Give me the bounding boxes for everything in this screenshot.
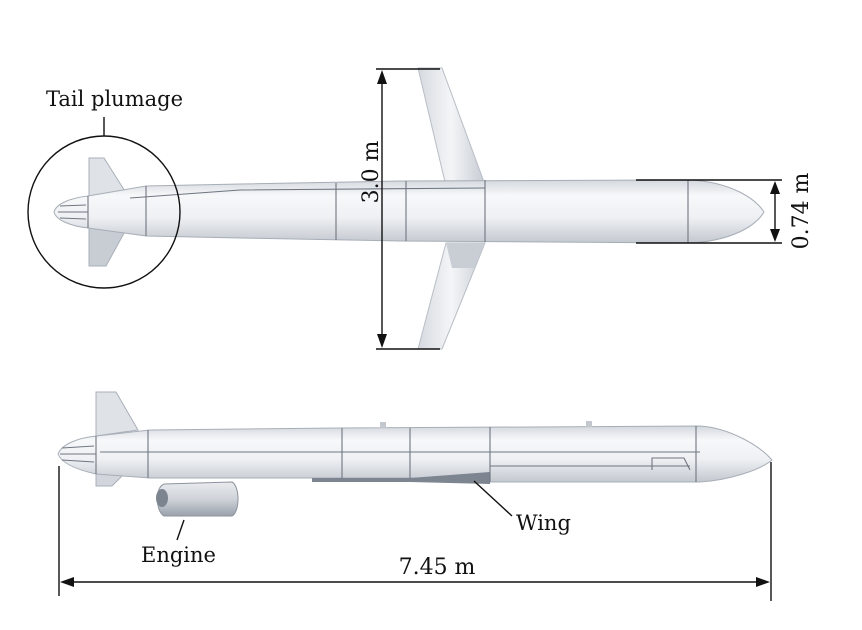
- side-view-fuselage: [57, 425, 773, 483]
- side-view-wing-stowed: [312, 472, 490, 484]
- side-view-hatch: [651, 457, 691, 471]
- side-view-vertical-fin: [95, 391, 139, 437]
- top-view-missile: [53, 67, 765, 350]
- length-value: 7.45 m: [399, 555, 476, 580]
- diameter-value: 0.74 m: [789, 172, 814, 249]
- wing-leader-line: [473, 480, 513, 517]
- length-arrow-right: [756, 577, 770, 587]
- tail-plumage-label: Tail plumage: [46, 87, 183, 111]
- top-view-upper-wing: [417, 67, 485, 183]
- side-view-missile: [57, 391, 773, 517]
- wing-label: Wing: [516, 511, 571, 535]
- diameter-arrow-top: [770, 181, 780, 194]
- side-view-tail-cone-rings: [60, 445, 96, 463]
- length-dimension: 7.45 m: [58, 462, 772, 601]
- top-view-tail-cone-rings: [58, 204, 88, 220]
- engine-intake: [156, 489, 168, 507]
- side-view-bump: [586, 421, 592, 427]
- engine-leader-line: [176, 519, 185, 541]
- side-view-bump: [380, 422, 386, 428]
- top-view-wing-root-shade: [446, 243, 485, 268]
- wingspan-arrow-bottom: [377, 334, 387, 348]
- diameter-dimension: 0.74 m: [636, 172, 814, 249]
- length-arrow-left: [60, 577, 74, 587]
- top-view-centerline: [129, 187, 486, 199]
- engine-nacelle: [156, 481, 239, 517]
- engine-label: Engine: [141, 543, 216, 567]
- top-view-fuselage: [53, 179, 765, 244]
- wingspan-value: 3.0 m: [359, 140, 384, 203]
- diameter-arrow-bottom: [770, 229, 780, 242]
- wingspan-dimension: 3.0 m: [359, 68, 440, 350]
- wingspan-arrow-top: [377, 70, 387, 84]
